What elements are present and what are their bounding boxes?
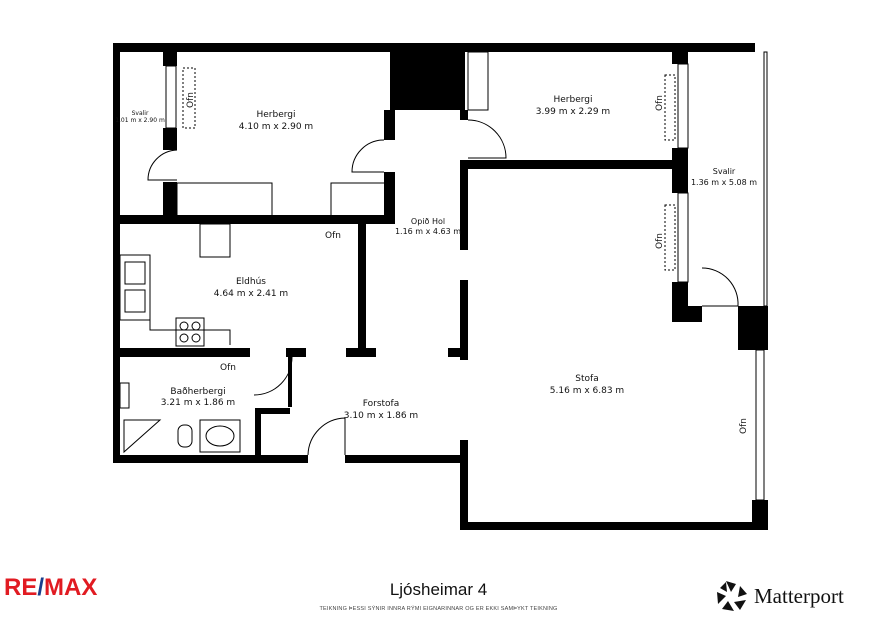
floor-plan: Svalir 1.01 m x 2.90 m Herbergi 4.10 m x… xyxy=(113,43,768,530)
matterport-icon xyxy=(717,581,747,611)
room-svalir-right-size: 1.36 m x 5.08 m xyxy=(691,178,757,187)
room-herbergi-1-size: 4.10 m x 2.90 m xyxy=(239,122,313,132)
room-herbergi-2-name: Herbergi xyxy=(553,95,592,105)
radiator-label: Ofn xyxy=(220,363,236,373)
room-opid-hol-name: Opið Hol xyxy=(411,217,445,226)
room-stofa-size: 5.16 m x 6.83 m xyxy=(550,386,624,396)
room-eldhus-size: 4.64 m x 2.41 m xyxy=(214,289,288,299)
room-herbergi-2-size: 3.99 m x 2.29 m xyxy=(536,107,610,117)
radiator-labels: Ofn Ofn Ofn Ofn Ofn Ofn xyxy=(186,92,749,434)
walls xyxy=(113,43,768,530)
disclaimer: TEIKNING ÞESSI SÝNIR INNRA RÝMI EIGNARIN… xyxy=(319,606,558,612)
room-badherbergi-size: 3.21 m x 1.86 m xyxy=(161,398,235,408)
property-title: Ljósheimar 4 xyxy=(389,580,488,599)
radiator-label: Ofn xyxy=(186,92,196,108)
room-forstofa-size: 3.10 m x 1.86 m xyxy=(344,411,418,421)
radiator-label: Ofn xyxy=(655,95,665,111)
room-herbergi-1-name: Herbergi xyxy=(256,110,295,120)
fixtures xyxy=(119,51,768,501)
room-svalir-left-name: Svalir xyxy=(132,110,149,117)
radiator-label: Ofn xyxy=(655,233,665,249)
radiator-label: Ofn xyxy=(325,231,341,241)
room-svalir-left-size: 1.01 m x 2.90 m xyxy=(115,117,165,124)
room-labels: Svalir 1.01 m x 2.90 m Herbergi 4.10 m x… xyxy=(115,95,757,421)
matterport-logo: Matterport xyxy=(716,580,844,612)
radiator-label: Ofn xyxy=(739,418,749,434)
room-eldhus-name: Eldhús xyxy=(236,277,266,287)
matterport-wordmark: Matterport xyxy=(754,583,844,608)
room-stofa-name: Stofa xyxy=(575,374,598,384)
room-forstofa-name: Forstofa xyxy=(363,399,399,409)
room-opid-hol-size: 1.16 m x 4.63 m xyxy=(395,227,461,236)
room-svalir-right-name: Svalir xyxy=(713,167,736,176)
room-badherbergi-name: Baðherbergi xyxy=(170,387,225,397)
remax-logo: RE/MAX xyxy=(4,574,98,601)
